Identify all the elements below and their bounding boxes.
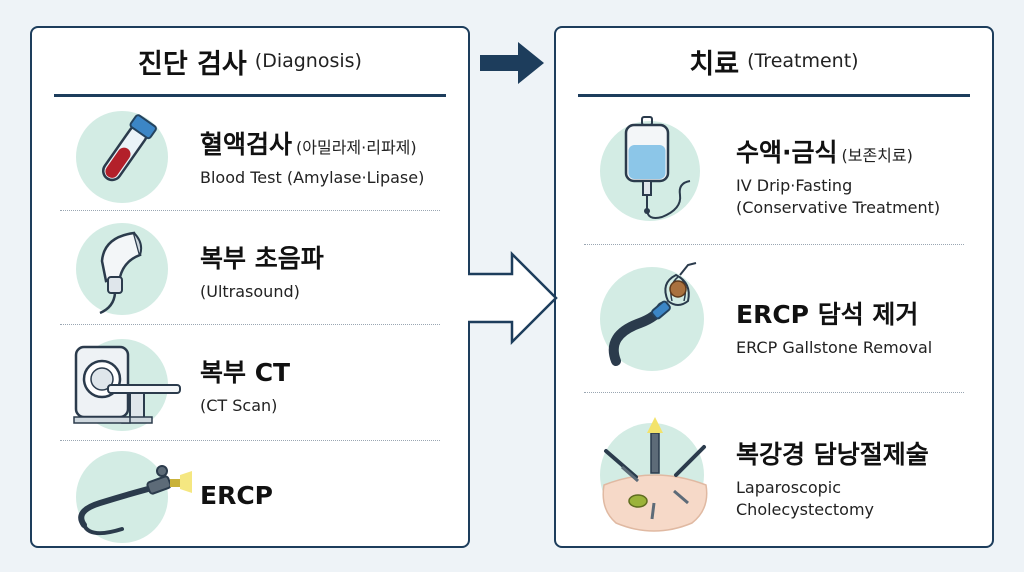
mid-arrow-icon xyxy=(468,250,558,346)
blood-tube-icon xyxy=(101,114,157,182)
item-title: 복부 CT xyxy=(200,358,291,387)
diagnosis-item-ct: 복부 CT (CT Scan) xyxy=(32,325,468,441)
diagnosis-panel: 진단 검사 (Diagnosis) 혈액검사(아밀라제·리파제) Blood T… xyxy=(30,26,470,548)
item-title: ERCP xyxy=(200,481,273,510)
treatment-item-ercp-removal: ERCP 담석 제거 ERCP Gallstone Removal xyxy=(556,245,992,393)
item-title: 복강경 담낭절제술 xyxy=(736,440,929,469)
item-title: ERCP 담석 제거 xyxy=(736,300,919,329)
ct-scanner-icon xyxy=(73,345,181,424)
stone-basket-icon xyxy=(608,262,697,366)
treatment-title: 치료 xyxy=(689,48,740,80)
item-subtitle: Blood Test (Amylase·Lipase) xyxy=(200,168,425,187)
iv-drip-icon xyxy=(624,116,691,219)
item-title: 혈액검사(아밀라제·리파제) xyxy=(200,130,417,159)
treatment-panel: 치료 (Treatment) 수액·금식(보존치료) IV Drip·Fasti… xyxy=(554,26,994,548)
endoscope-icon xyxy=(78,465,192,536)
top-arrow-icon xyxy=(480,42,544,84)
treatment-header: 치료 (Treatment) xyxy=(578,28,970,97)
diagnosis-item-ercp: ERCP xyxy=(32,441,468,546)
diagnosis-title: 진단 검사 xyxy=(138,48,247,80)
item-subtitle: IV Drip·Fasting (Conservative Treatment) xyxy=(736,176,941,217)
diagnosis-item-ultrasound: 복부 초음파 (Ultrasound) xyxy=(32,211,468,325)
diagnosis-header: 진단 검사 (Diagnosis) xyxy=(54,28,446,97)
ultrasound-probe-icon xyxy=(99,231,143,315)
diagnosis-item-blood-test: 혈액검사(아밀라제·리파제) Blood Test (Amylase·Lipas… xyxy=(32,97,468,211)
treatment-item-iv: 수액·금식(보존치료) IV Drip·Fasting (Conservativ… xyxy=(556,97,992,245)
laparoscopy-icon xyxy=(602,417,708,532)
diagnosis-title-en: (Diagnosis) xyxy=(254,50,362,72)
item-subtitle: (Ultrasound) xyxy=(200,282,300,301)
item-subtitle: (CT Scan) xyxy=(200,396,278,415)
treatment-item-laparoscopy: 복강경 담낭절제술 Laparoscopic Cholecystectomy xyxy=(556,393,992,546)
item-title: 수액·금식(보존치료) xyxy=(736,138,913,167)
item-subtitle: ERCP Gallstone Removal xyxy=(736,338,933,357)
item-subtitle: Laparoscopic Cholecystectomy xyxy=(736,478,875,519)
item-title: 복부 초음파 xyxy=(200,244,324,273)
treatment-title-en: (Treatment) xyxy=(747,50,859,72)
